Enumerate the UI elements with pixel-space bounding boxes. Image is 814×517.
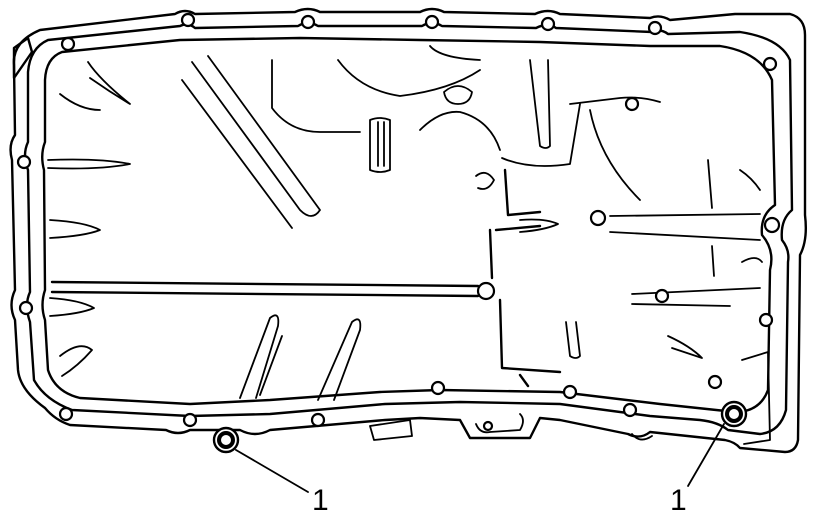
- left-rib-fins: [47, 61, 131, 377]
- pan-sealing-bead: [23, 21, 794, 436]
- drain-plug-left: [212, 426, 240, 454]
- pan-corner-tab: [12, 36, 34, 80]
- center-structures: [271, 45, 661, 190]
- leader-line-right: [687, 423, 725, 487]
- pan-outer-flange: [9, 7, 808, 454]
- right-rib-fins: [519, 109, 763, 359]
- rib-end-boss: [476, 281, 496, 301]
- internal-walls: [488, 168, 562, 388]
- callout-label-right: 1: [670, 484, 687, 517]
- diagonal-ribs: [181, 55, 362, 401]
- bottom-flange-details: [369, 351, 771, 445]
- pan-inner-well: [41, 36, 777, 414]
- flange-bolt-holes: [16, 12, 781, 428]
- main-rib: [50, 280, 480, 298]
- callout-label-left: 1: [312, 484, 329, 517]
- leader-line-left: [235, 449, 309, 493]
- drain-plug-right: [720, 400, 748, 428]
